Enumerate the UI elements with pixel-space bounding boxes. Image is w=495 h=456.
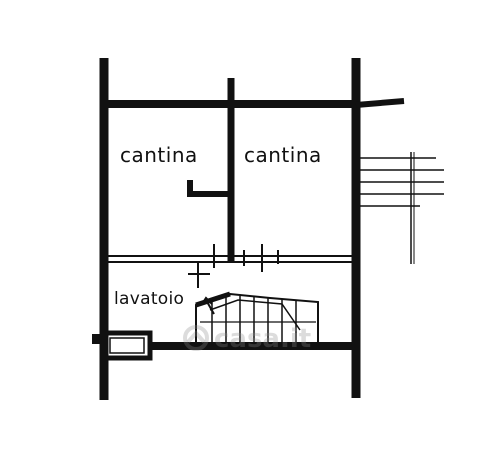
stair-arrow-head (201, 296, 213, 305)
annex-inner (109, 337, 145, 354)
annex-stub (92, 334, 102, 344)
staircase (195, 291, 319, 347)
annex-box (92, 330, 153, 361)
watermark-logo-house-icon (186, 329, 206, 344)
stair-walkline (209, 299, 301, 331)
watermark-brand: casa.it (214, 324, 311, 354)
room-label-cantina-right: cantina (244, 143, 322, 167)
room-label-lavatoio: lavatoio (114, 289, 184, 309)
partition-lines (104, 244, 356, 288)
stair-top-edge (195, 291, 231, 308)
stair-arrow-shaft (205, 299, 215, 315)
watermark: casa.it (183, 324, 311, 354)
watermark-logo-icon (183, 325, 209, 351)
exterior-steps (360, 152, 444, 264)
wall-spur (187, 180, 228, 197)
room-label-cantina-left: cantina (120, 143, 198, 167)
wall-top-extension (355, 98, 405, 108)
annex-outer (101, 330, 153, 361)
